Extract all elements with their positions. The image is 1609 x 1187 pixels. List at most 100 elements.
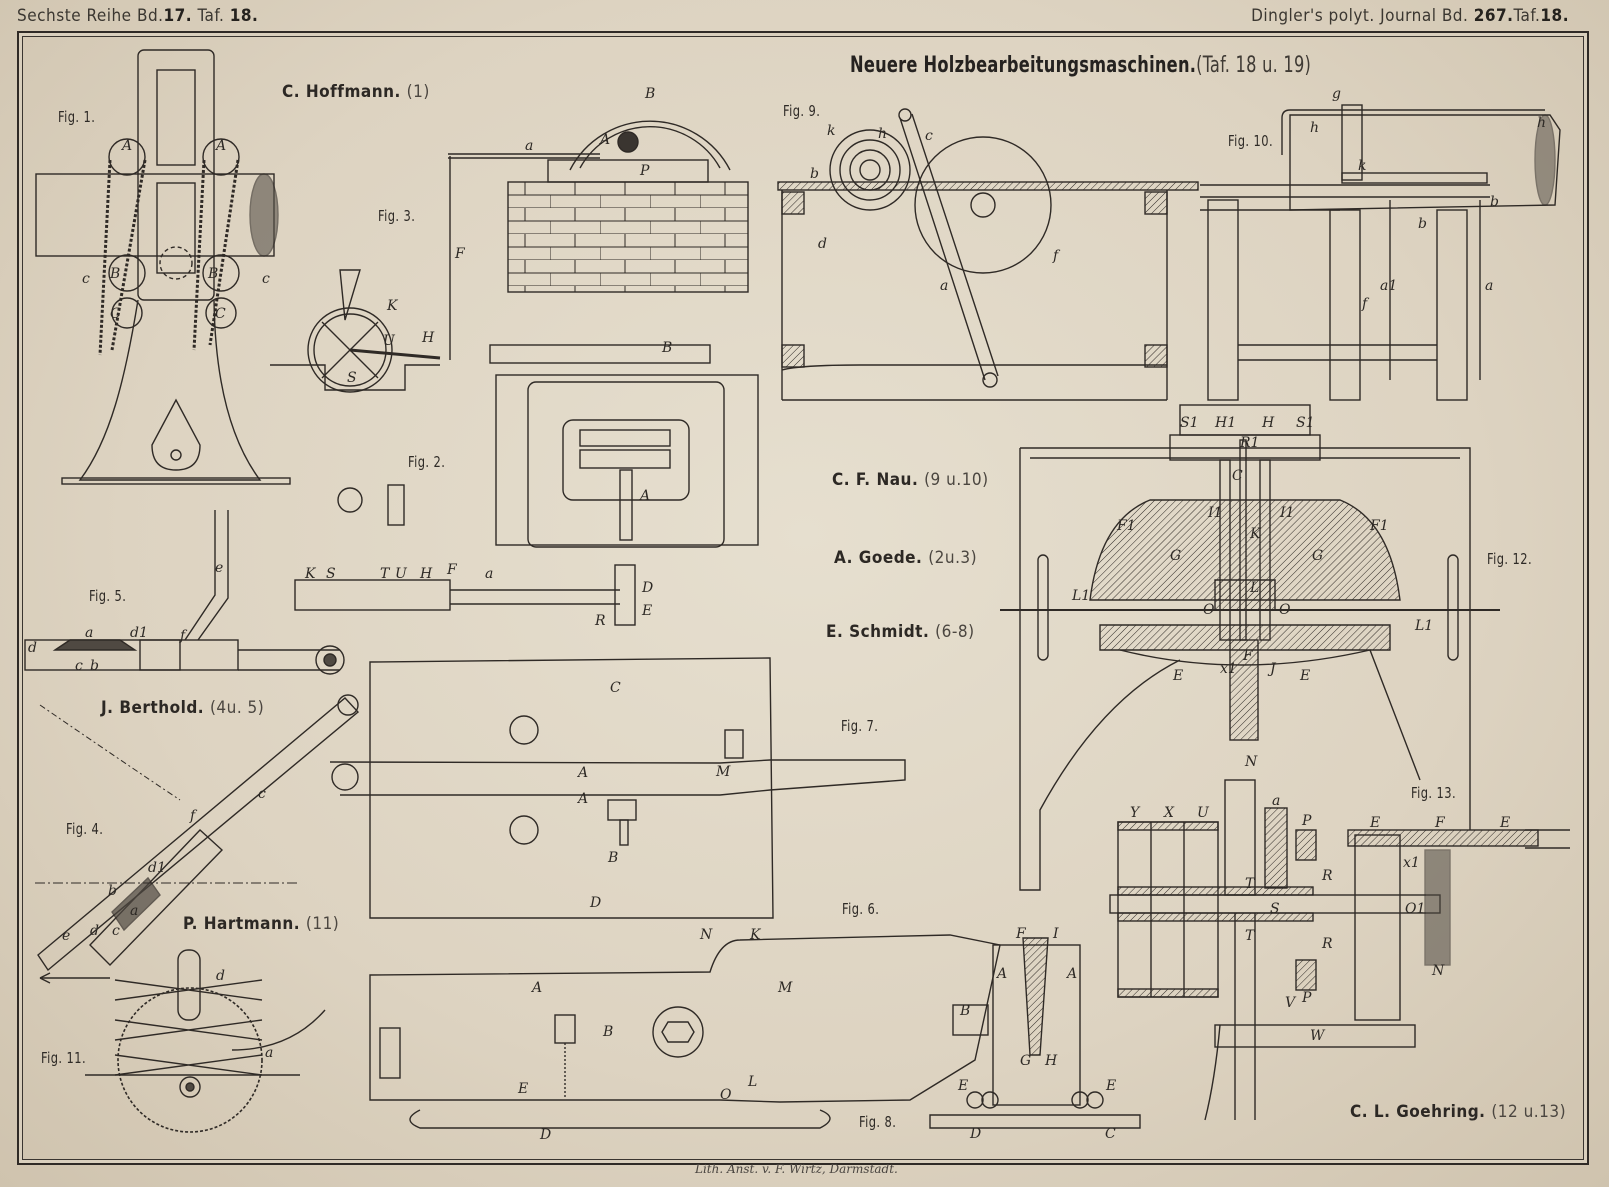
part-letter: a [85,625,93,641]
part-letter: F [1015,926,1027,942]
plate-frame [17,31,1589,1165]
figure-label-6: Fig. 6. [842,900,880,918]
part-letter: c [258,786,266,802]
part-letter: f [189,808,198,824]
part-letter: D [539,1127,551,1143]
part-letter: D [969,1126,981,1142]
part-letter: f [1052,248,1061,264]
part-letter: E [517,1081,528,1097]
part-letter: c [112,923,120,939]
fig1-drawing [35,49,291,485]
part-letter: E [1105,1078,1116,1094]
inventor-ref: (12 u.13) [1491,1102,1567,1122]
part-letter: T [1245,928,1256,944]
part-letter: P [1301,813,1312,829]
part-letter: b [1490,194,1499,210]
plate-title-ref: (Taf. 18 u. 19) [1196,53,1312,78]
part-letter: S [326,566,336,582]
part-letter: K [1249,526,1262,542]
inventor-name: C. Hoffmann. [282,82,401,102]
header-right-taf: 18. [1540,6,1569,26]
inventor-name: C. L. Goehring. [1350,1102,1486,1122]
part-letter: F1 [1369,518,1389,534]
inventor-label-berthold: J. Berthold. (4u. 5) [101,698,264,718]
lithographer-imprint: Lith. Anst. v. F. Wirtz, Darmstadt. [695,1162,898,1176]
part-letter: C [610,680,621,696]
part-letter: x1 [1403,855,1420,871]
part-letter: F [446,562,458,578]
part-letter: L [1249,580,1259,596]
header-left-taf: 18. [229,6,259,26]
part-letter: P [1301,990,1312,1006]
part-letter: M [715,764,731,780]
inventor-label-schmidt: E. Schmidt. (6-8) [826,622,975,642]
part-letter: U [383,333,396,349]
part-letter: T [1245,876,1256,892]
header-left-volume: 17. [163,6,193,26]
part-letter: K [386,298,399,314]
part-letter: c [925,128,933,144]
part-letter: E [1299,668,1310,684]
part-letter: A [120,138,132,154]
part-letter: A [530,980,542,996]
part-letter: B [959,1003,970,1019]
figure-label-13: Fig. 13. [1411,784,1457,802]
inventor-ref: (6-8) [935,622,975,642]
header-series-info: Sechste Reihe Bd.17. Taf. 18. [17,6,258,26]
part-letter: a [265,1045,273,1061]
part-letter: h [1310,120,1319,136]
part-letter: J [1267,661,1277,677]
part-letter: a1 [1380,278,1397,294]
inventor-name: J. Berthold. [101,698,205,718]
fig12-drawing [1000,404,1500,891]
fig4-drawing [35,694,360,984]
part-letter: M [777,980,793,996]
part-letter: A [638,488,650,504]
part-letter: E [1369,815,1380,831]
part-letter: W [1310,1028,1326,1044]
part-letter: a [525,138,533,154]
fig5-drawing [24,510,345,675]
part-letter: R1 [1239,435,1259,451]
part-letter: P [639,163,650,179]
inventor-name: C. F. Nau. [832,470,919,490]
part-letter: A [214,138,226,154]
part-letter: h [1537,115,1546,131]
part-letter: E [1499,815,1510,831]
figure-label-1: Fig. 1. [58,108,96,126]
part-letter: T [380,566,391,582]
part-letter: R [1321,936,1333,952]
part-letter: k [1358,158,1366,174]
fig3-drawing [270,120,749,393]
part-letter: U [1197,805,1210,821]
part-letter: F [1242,648,1254,664]
header-left-taf-label: Taf. [197,6,225,26]
part-letter: E [641,603,652,619]
part-letter: H [1261,415,1275,431]
part-letter: L1 [1071,588,1090,604]
part-letter: d [28,640,37,656]
part-letter: U [395,566,408,582]
part-letter: F [1434,815,1446,831]
part-letter: A [576,765,588,781]
header-journal-info: Dingler's polyt. Journal Bd. 267.Taf.18. [1251,6,1569,26]
inventor-ref: (1) [406,82,430,102]
part-letter: e [215,560,223,576]
part-letter: N [1244,754,1258,770]
part-letter: O [1203,602,1215,618]
part-letter: A [598,132,610,148]
figure-label-9: Fig. 9. [783,102,821,120]
part-letter: B [602,1024,613,1040]
figure-label-5: Fig. 5. [89,587,127,605]
inventor-ref: (9 u.10) [924,470,989,490]
part-letter: a [940,278,948,294]
figure-label-4: Fig. 4. [66,820,104,838]
part-letter: a [1485,278,1493,294]
figure-label-12: Fig. 12. [1487,550,1533,568]
part-letter: D [589,895,601,911]
part-letter: D [641,580,653,596]
part-letter: F1 [1116,518,1136,534]
figure-label-11: Fig. 11. [41,1049,87,1067]
part-letter: G [1020,1053,1031,1069]
inventor-name: E. Schmidt. [826,622,930,642]
